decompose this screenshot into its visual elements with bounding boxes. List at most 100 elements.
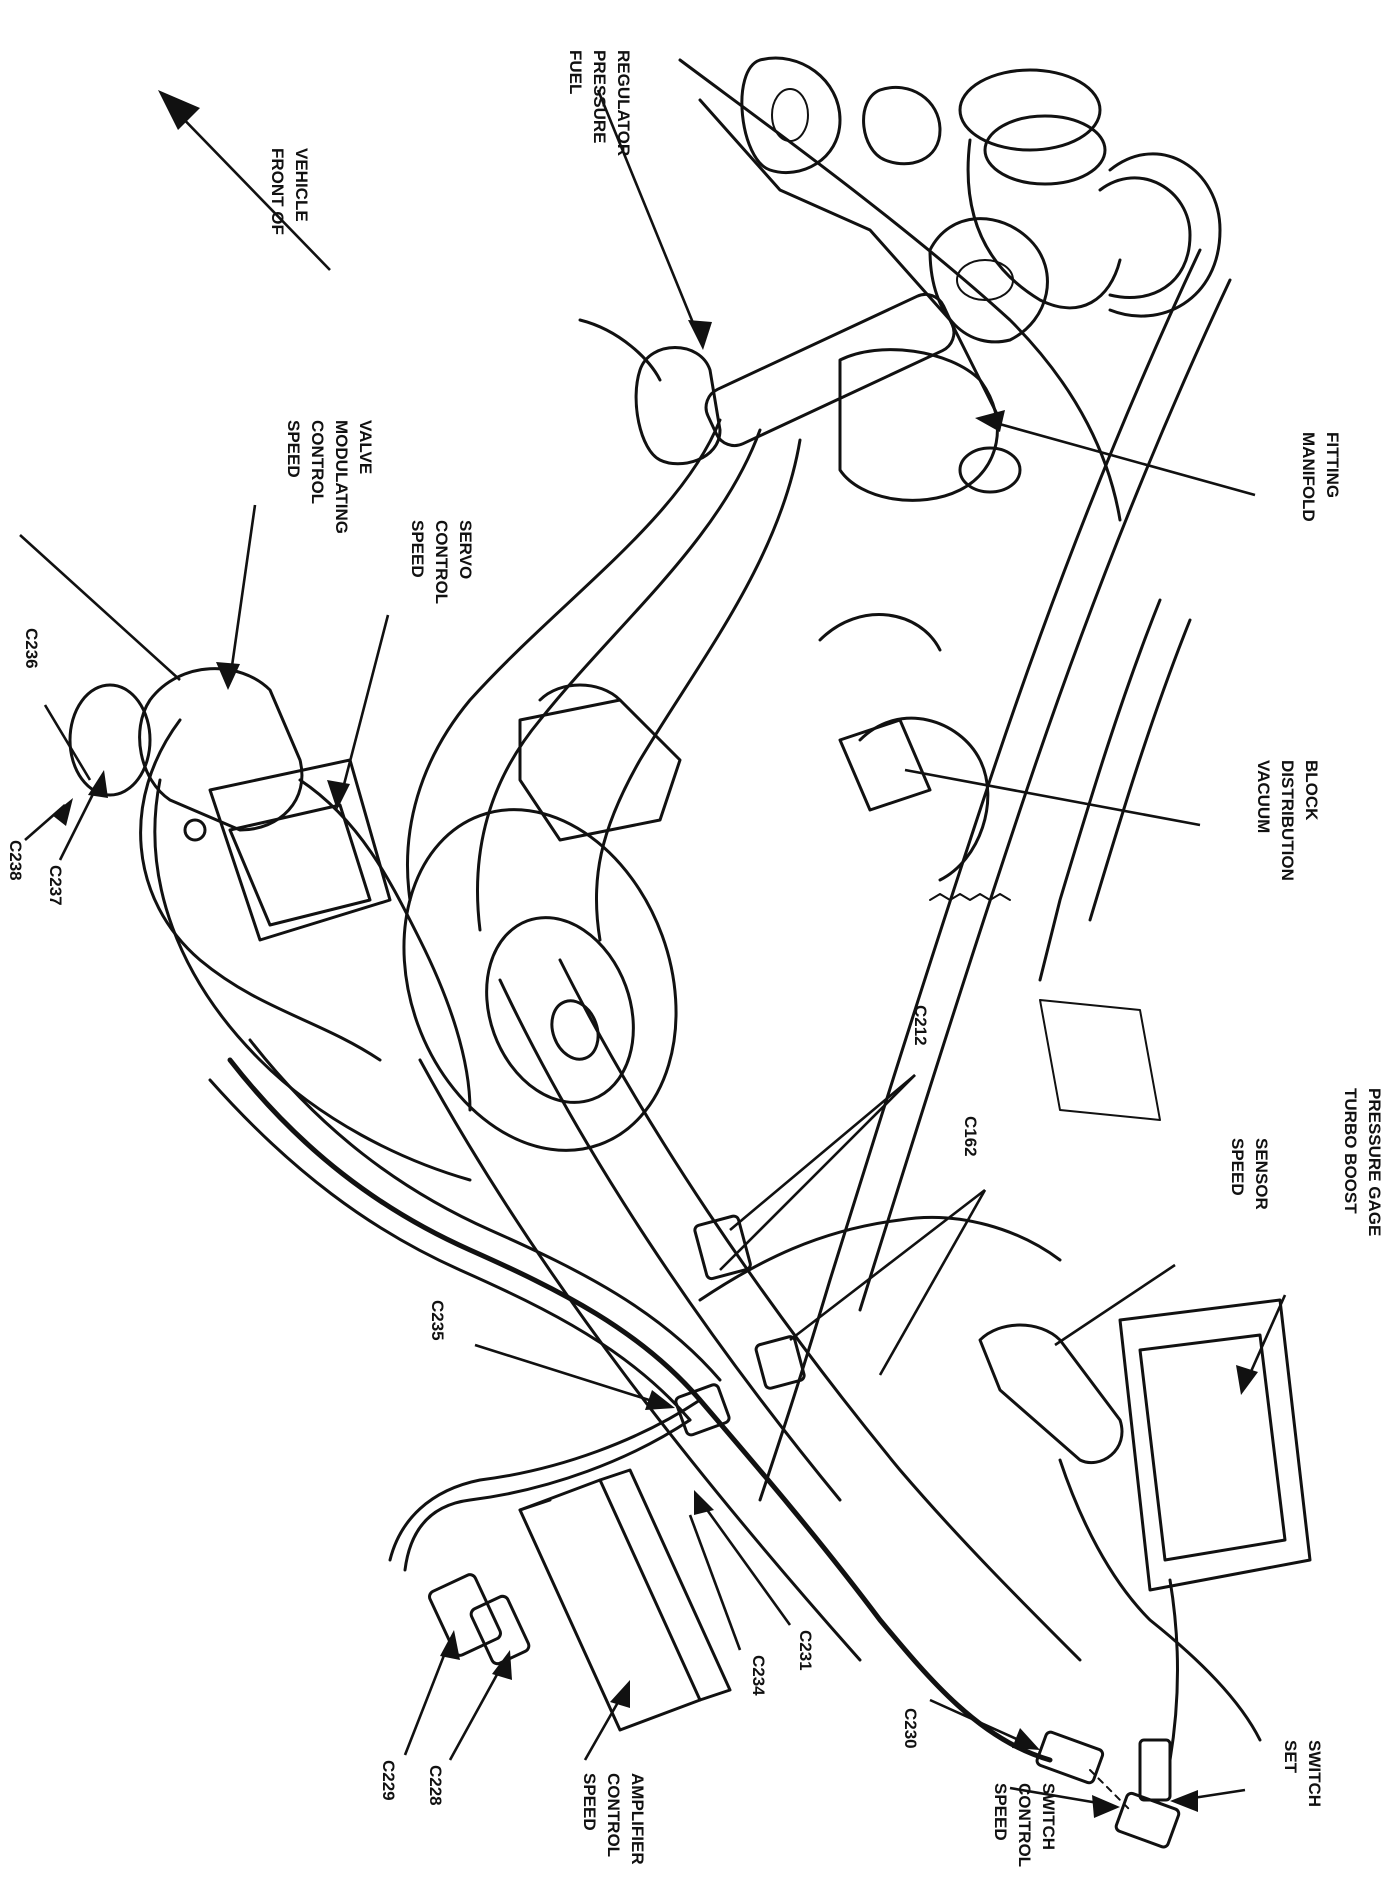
wiring-harness-3 <box>208 1078 692 1422</box>
label-line: SPEED <box>408 520 427 578</box>
harness-branch-amplifier-2 <box>403 1418 692 1572</box>
servo-body <box>228 803 372 927</box>
servo-arrowhead <box>327 780 350 810</box>
set-switch-arrowhead <box>1170 1790 1198 1812</box>
label-line: VEHICLE <box>292 148 311 222</box>
c229-arrowhead <box>440 1630 460 1660</box>
label-line: TURBO BOOST <box>1341 1088 1360 1214</box>
connector-c228-body <box>469 1594 531 1666</box>
amplifier-module <box>518 1478 702 1732</box>
servo-leader <box>338 614 390 801</box>
label-line: SPEED <box>580 1773 599 1831</box>
connector-c230-body <box>1035 1730 1105 1785</box>
label-line: DISTRIBUTION <box>1278 760 1297 881</box>
label-vacuum-distribution-block: VACUUM DISTRIBUTION BLOCK <box>1254 760 1321 881</box>
booster-hub <box>550 999 600 1061</box>
label-line: PRESSURE GAGE <box>1365 1088 1384 1236</box>
callout-labels: FRONT OF VEHICLE FUEL PRESSURE REGULATOR… <box>6 50 1384 1867</box>
label-c228: C228 <box>426 1765 445 1806</box>
connector-c235-body <box>674 1383 731 1437</box>
wiring-harness <box>227 1057 1053 1763</box>
servo-stud <box>183 818 207 842</box>
label-line: MANIFOLD <box>1299 432 1318 522</box>
label-speed-control-switch: SPEED CONTROL SWITCH <box>991 1783 1058 1867</box>
c234-leader <box>688 1514 742 1651</box>
label-turbo-boost-pressure-gage: TURBO BOOST PRESSURE GAGE <box>1341 1088 1384 1236</box>
c231-leader <box>698 1499 792 1626</box>
label-line: SWITCH <box>1305 1740 1324 1807</box>
turbo-gage-inner <box>1138 1333 1287 1562</box>
speed-sensor-cable <box>1058 1458 1262 1742</box>
modulating-valve-cap <box>68 683 152 797</box>
label-speed-control-servo: SPEED CONTROL SERVO <box>408 520 475 604</box>
label-speed-sensor: SPEED SENSOR <box>1228 1138 1271 1210</box>
air-intake-ring <box>958 68 1102 152</box>
master-cylinder <box>518 698 682 842</box>
c162-leader-a <box>789 1188 986 1342</box>
speed-control-switch-arrowhead <box>1092 1795 1120 1818</box>
label-c234: C234 <box>749 1655 768 1696</box>
label-line: PRESSURE <box>590 50 609 144</box>
set-switch-body <box>1138 1738 1172 1802</box>
inner-fender-line-2 <box>1088 618 1192 922</box>
brake-booster-front <box>485 916 635 1104</box>
c212-leader-a <box>729 1074 916 1231</box>
inner-fender-line <box>1038 598 1162 982</box>
label-line: SERVO <box>456 520 475 579</box>
harness-long-line <box>418 1058 862 1662</box>
servo-bracket <box>208 758 392 942</box>
modulating-valve-body <box>138 667 304 832</box>
hose-misc-2 <box>818 613 942 652</box>
label-c212: C212 <box>911 1005 930 1046</box>
engine-bay-drawing <box>68 56 1312 1849</box>
label-line: REGULATOR <box>614 50 633 156</box>
vacuum-line-3 <box>594 438 802 942</box>
leader-lines <box>19 89 1287 1818</box>
label-c230: C230 <box>901 1708 920 1749</box>
throttle-body-bore <box>956 259 1014 301</box>
c228-leader <box>448 1659 507 1761</box>
vacuum-block <box>838 718 932 812</box>
label-speed-control-amplifier: SPEED CONTROL AMPLIFIER <box>580 1773 647 1865</box>
manifold-fitting-boss <box>958 446 1022 494</box>
modulating-valve-arrowhead <box>216 662 240 690</box>
label-front-of-vehicle: FRONT OF VEHICLE <box>268 148 311 235</box>
c212-leader-b <box>719 1074 916 1271</box>
servo-hose-loop-2 <box>153 778 472 1182</box>
label-line: SENSOR <box>1252 1138 1271 1210</box>
c236-leader <box>43 704 92 781</box>
harness-branch-amplifier <box>388 1398 702 1562</box>
wiring-harness-2 <box>248 1038 722 1382</box>
hose-loop-top <box>1108 152 1222 318</box>
c230-leader <box>929 1698 1031 1747</box>
harness-branch-sensor <box>698 1215 1062 1302</box>
manifold-fitting-arrowhead <box>975 410 1005 432</box>
label-line: FRONT OF <box>268 148 287 235</box>
c229-leader <box>403 1639 452 1756</box>
c235-leader <box>474 1343 666 1407</box>
coil-spring <box>929 893 1011 901</box>
speed-sensor-leader <box>1054 1263 1176 1347</box>
c231-arrowhead <box>694 1490 714 1515</box>
fuel-regulator-leader <box>596 89 702 341</box>
front-of-vehicle-arrowhead <box>158 90 200 130</box>
throttle-body <box>928 217 1049 344</box>
cowl-line <box>558 958 1082 1662</box>
servo-hose-loop <box>139 718 382 1062</box>
master-cylinder-reservoir <box>538 683 622 702</box>
label-c237: C237 <box>46 865 65 906</box>
label-line: FITTING <box>1323 432 1342 498</box>
label-line: CONTROL <box>604 1773 623 1857</box>
amplifier-arrowhead <box>610 1680 630 1708</box>
c228-arrowhead <box>492 1650 512 1680</box>
vacuum-line-1 <box>406 418 722 902</box>
label-c162: C162 <box>961 1116 980 1157</box>
intake-tube <box>966 138 1122 310</box>
turbo-gage-housing <box>1118 1298 1312 1592</box>
vacuum-block-leader <box>904 768 1201 827</box>
frame-rail-line-2 <box>858 278 1232 1312</box>
label-line: SPEED <box>284 420 303 478</box>
fuel-line <box>578 318 662 382</box>
label-c229: C229 <box>379 1760 398 1801</box>
